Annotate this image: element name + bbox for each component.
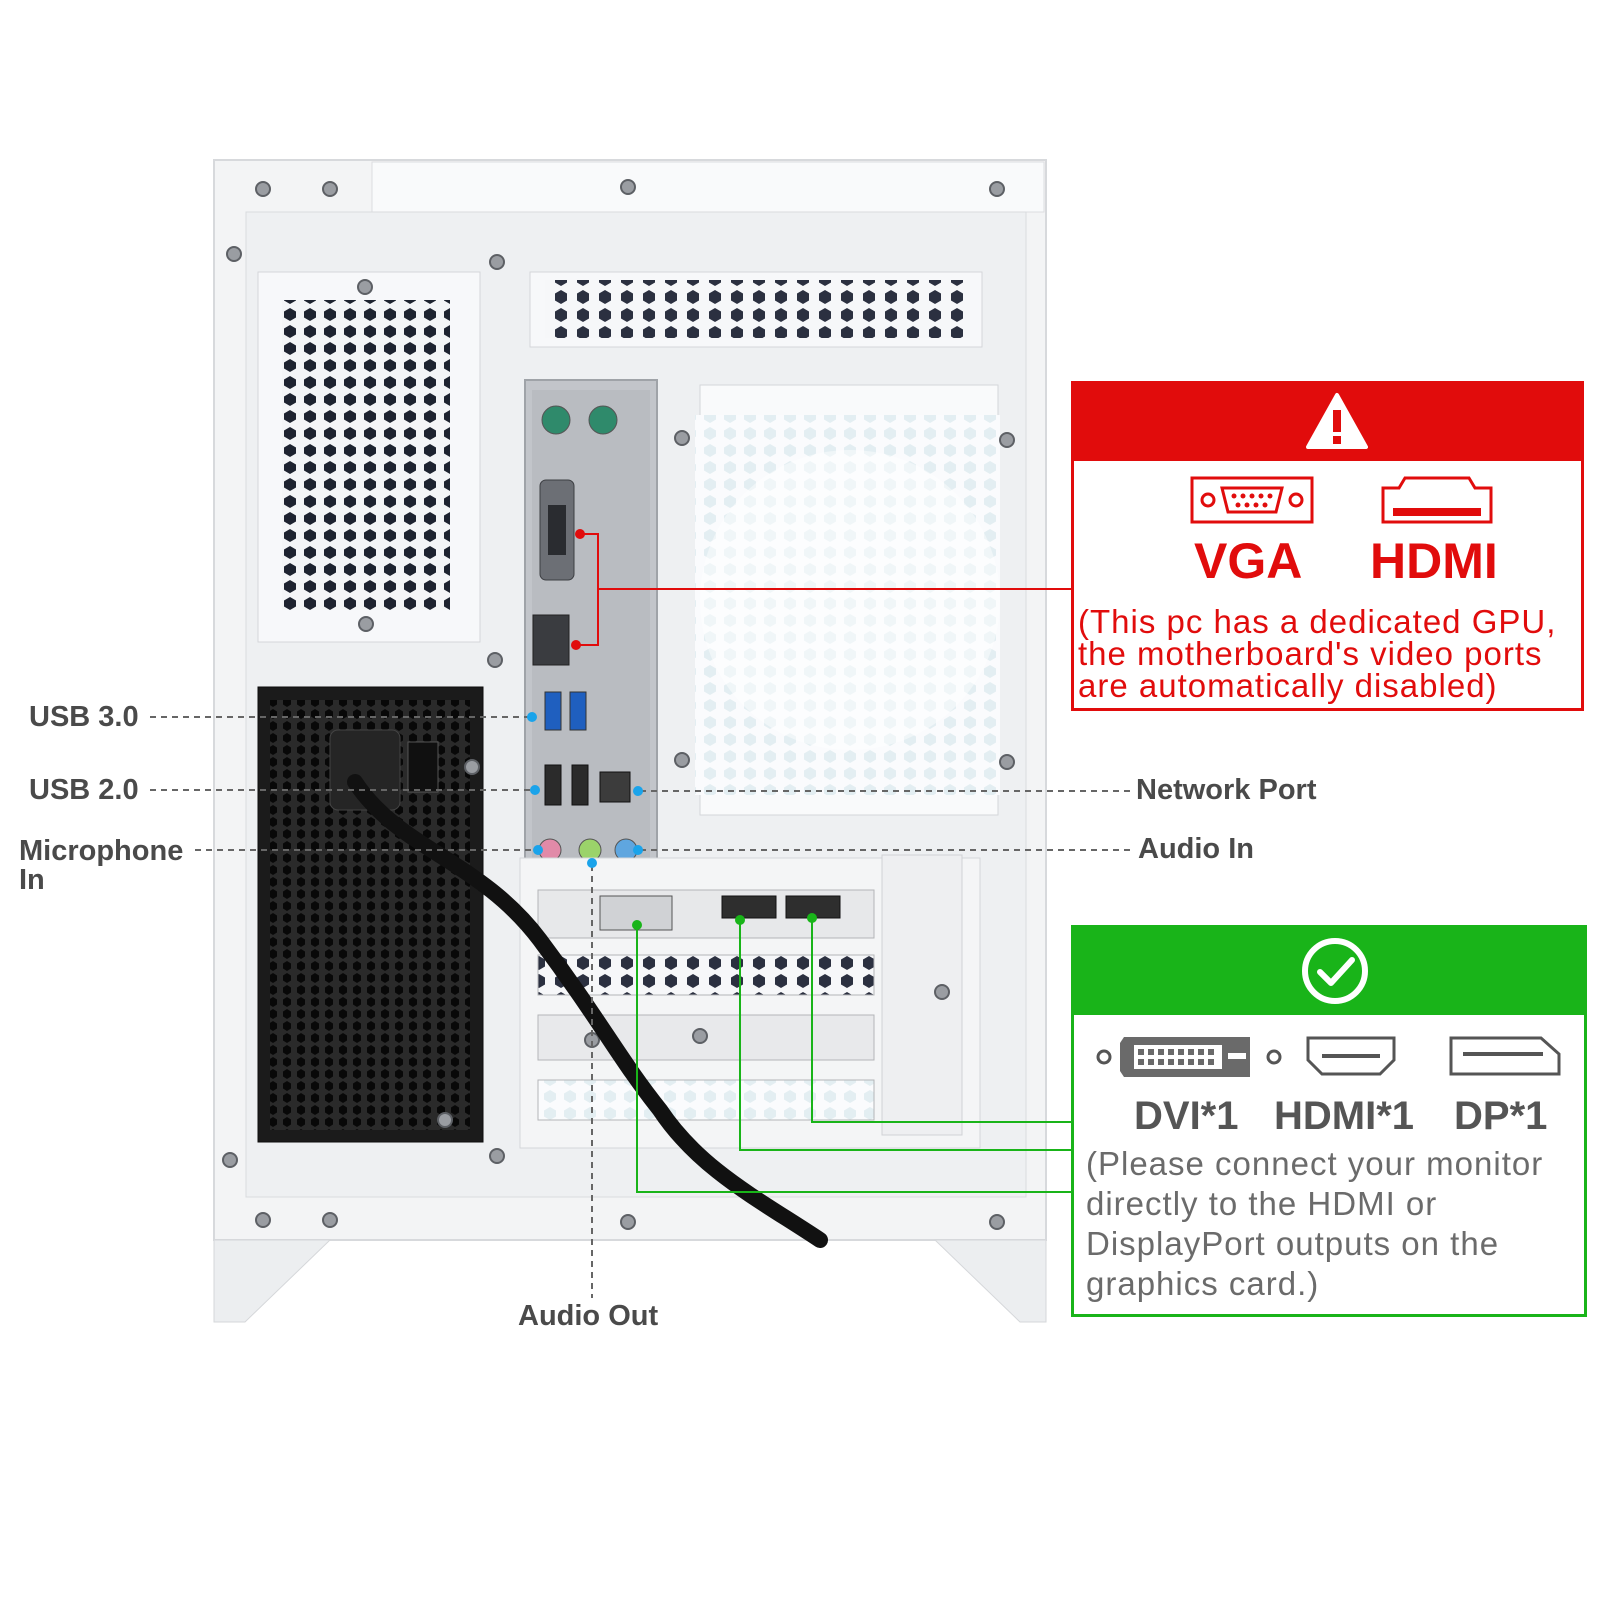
hdmi-port-name-green: HDMI*1 [1274,1094,1415,1138]
recommended-panel-header [1074,928,1584,1015]
checkmark-circle-icon [1302,938,1368,1004]
vga-port-icon [1190,476,1314,524]
dvi-port-name: DVI*1 [1134,1094,1239,1138]
warning-panel: VGA HDMI (This pc has a dedicated GPU, t… [1071,381,1584,711]
warning-note-line3: are automatically disabled) [1078,667,1498,704]
warning-note-line2: the motherboard's video ports [1078,635,1543,672]
warning-panel-header [1074,384,1581,461]
microphone-label-line2: In [19,864,45,896]
warning-triangle-icon [1306,393,1368,449]
audio-out-label: Audio Out [518,1300,659,1332]
microphone-label-line1: Microphone [19,835,184,867]
usb20-label: USB 2.0 [29,774,139,806]
recommend-note-line1: (Please connect your monitor [1086,1145,1544,1182]
hdmi-port-icon-red [1381,476,1493,524]
network-port-label: Network Port [1136,774,1317,806]
dvi-port-icon [1096,1037,1282,1077]
audio-in-label: Audio In [1138,833,1254,865]
vga-port-name: VGA [1194,533,1303,589]
hdmi-port-name-red: HDMI [1370,533,1498,589]
recommend-note-line4: graphics card.) [1086,1265,1320,1302]
hdmi-port-icon-green [1306,1036,1396,1076]
recommend-note-line3: DisplayPort outputs on the [1086,1225,1500,1262]
recommend-note-line2: directly to the HDMI or [1086,1185,1438,1222]
displayport-icon [1449,1036,1561,1076]
dp-port-name: DP*1 [1454,1094,1548,1138]
usb30-label: USB 3.0 [29,701,139,733]
recommended-panel: DVI*1 HDMI*1 DP*1 (Please connect your m… [1071,925,1587,1317]
warning-note-line1: (This pc has a dedicated GPU, [1078,603,1557,640]
